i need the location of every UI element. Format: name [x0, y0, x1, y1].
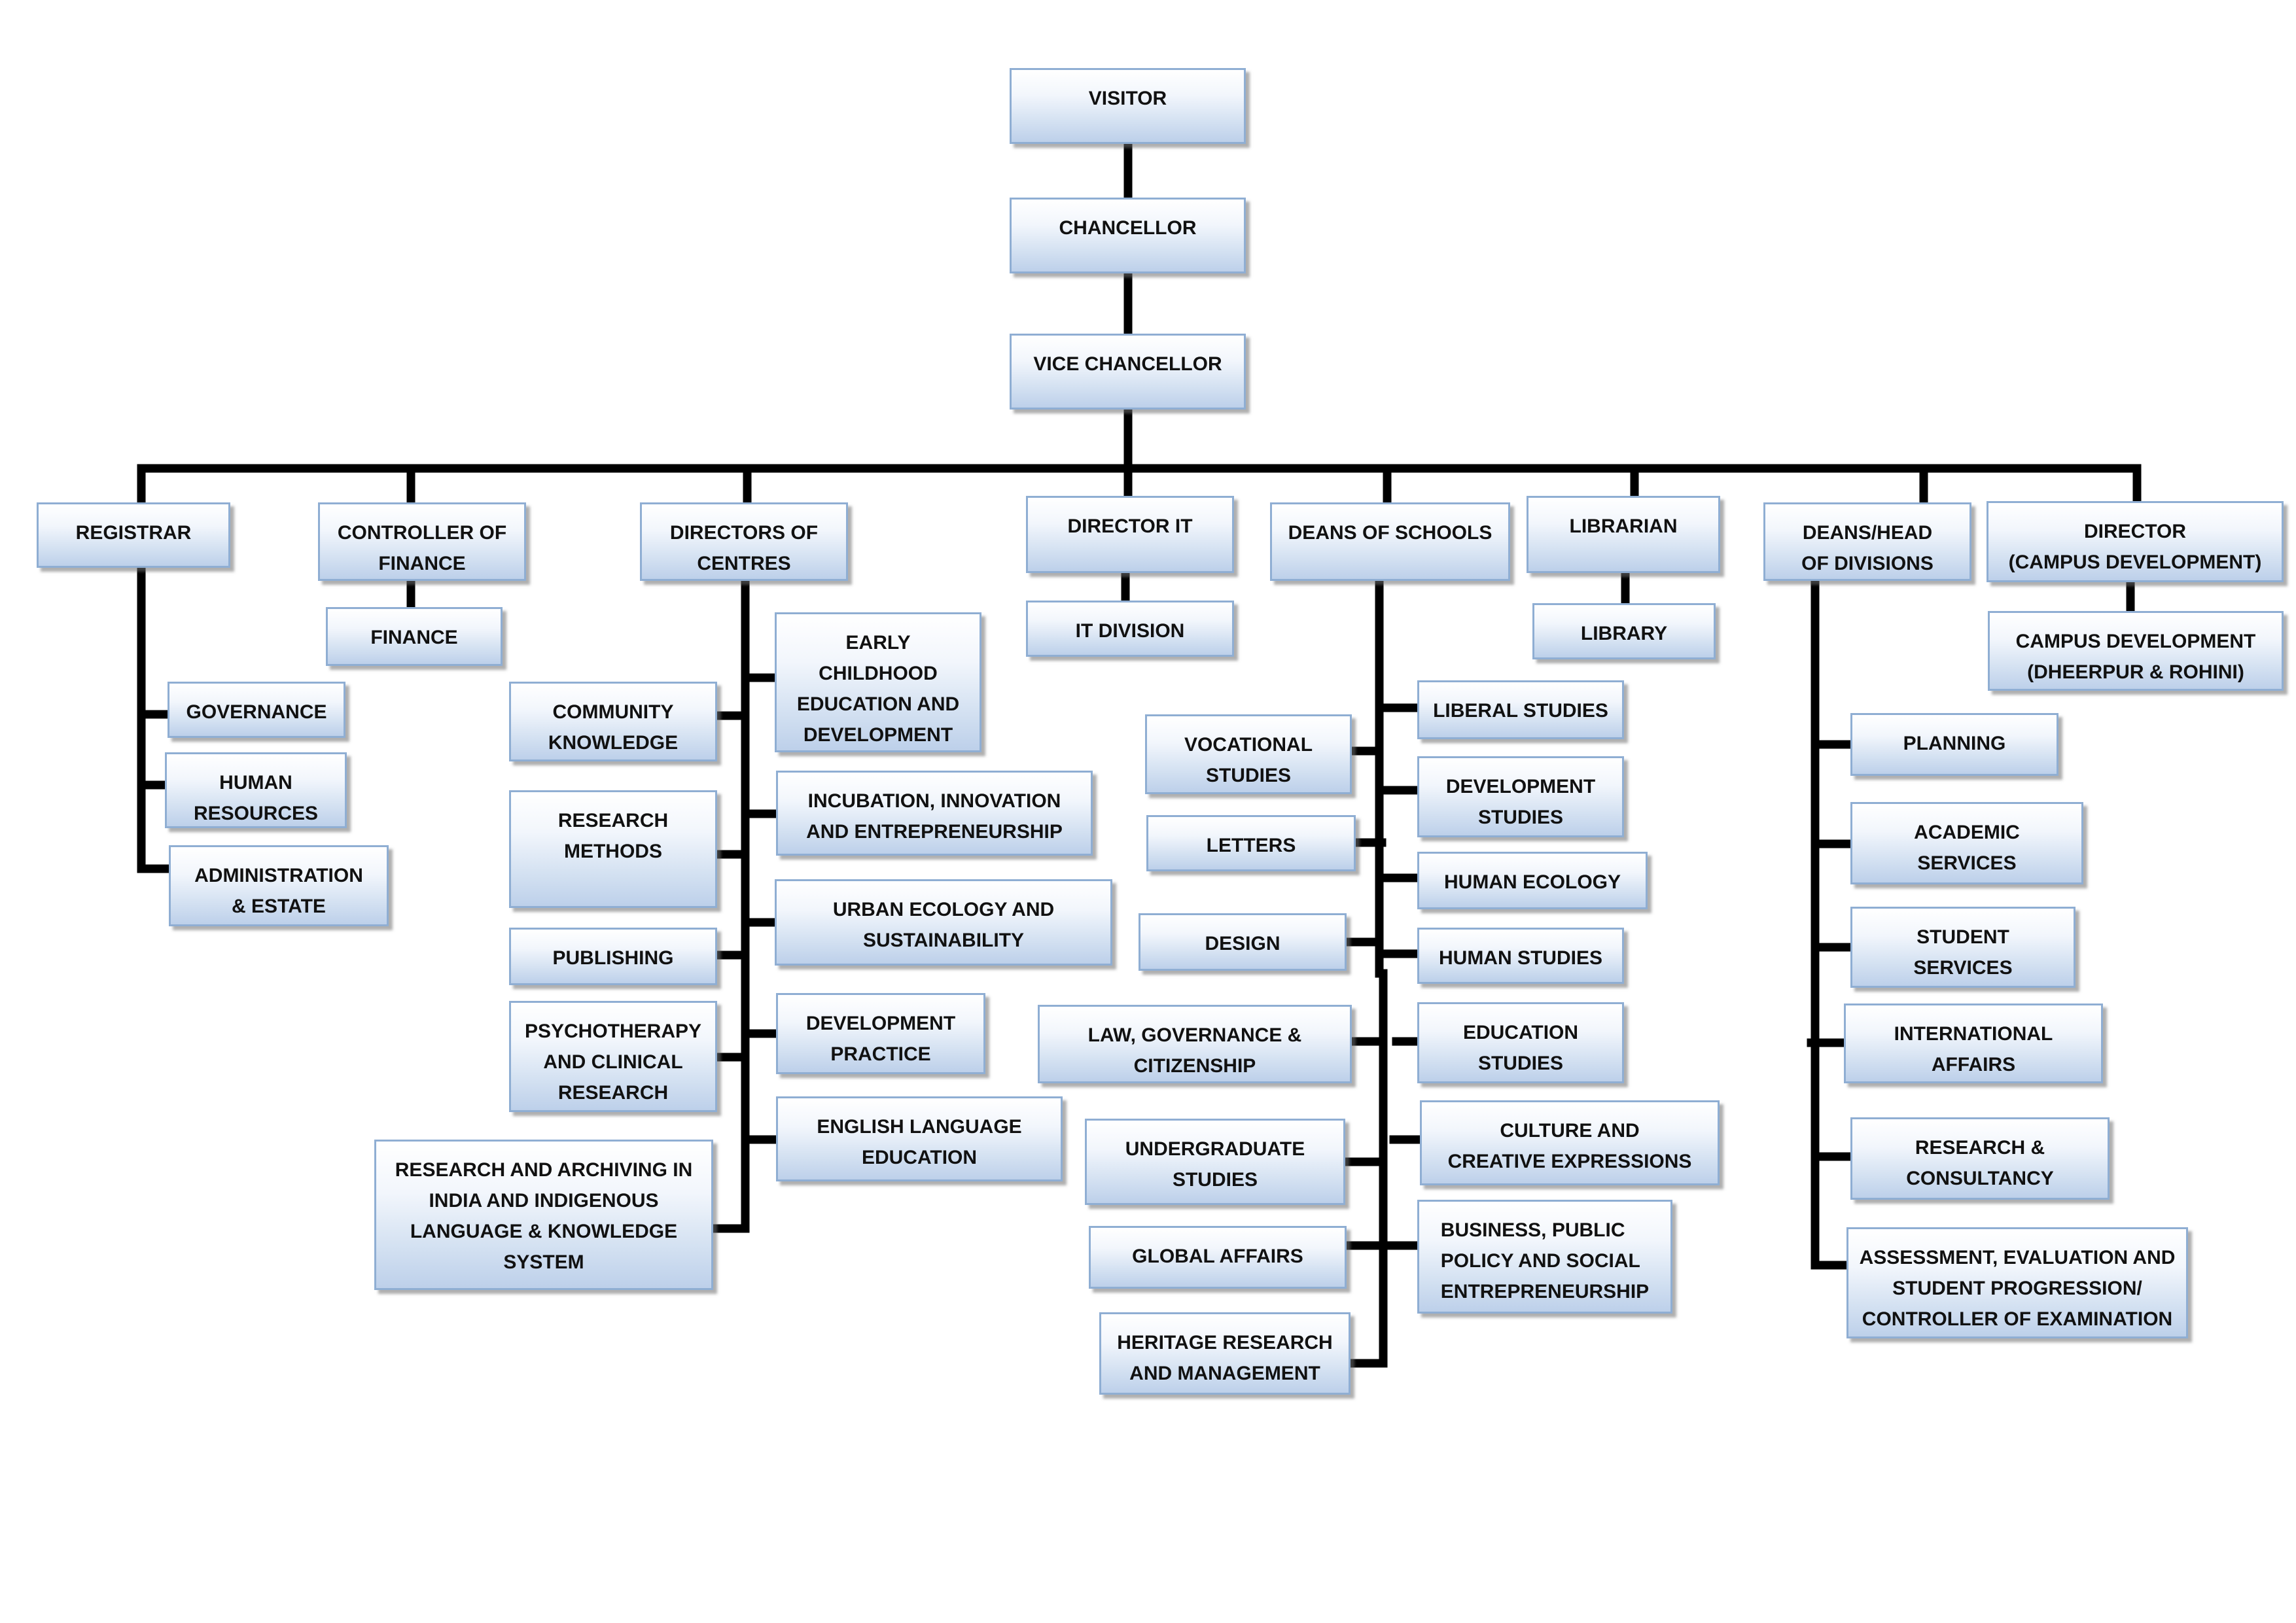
academic-services-box: ACADEMIC SERVICES: [1850, 802, 2083, 884]
development-studies-label: DEVELOPMENT STUDIES: [1445, 776, 1596, 828]
business-public-policy-box: BUSINESS, PUBLIC POLICY AND SOCIAL ENTRE…: [1417, 1200, 1672, 1314]
liberal-studies-label: LIBERAL STUDIES: [1433, 700, 1608, 722]
chancellor-box: CHANCELLOR: [1010, 198, 1246, 273]
vice-chancellor-box: VICE CHANCELLOR: [1010, 334, 1246, 410]
education-studies-label: EDUCATION STUDIES: [1462, 1022, 1579, 1074]
english-language-label: ENGLISH LANGUAGE EDUCATION: [817, 1116, 1022, 1168]
research-methods-box: RESEARCH METHODS: [509, 790, 717, 908]
governance-box: GOVERNANCE: [168, 682, 345, 738]
undergraduate-studies-box: UNDERGRADUATE STUDIES: [1085, 1119, 1345, 1205]
human-resources-label: HUMAN RESOURCES: [193, 772, 319, 824]
early-childhood-label: EARLY CHILDHOOD EDUCATION AND DEVELOPMEN…: [796, 632, 960, 746]
research-methods-label: RESEARCH METHODS: [557, 810, 669, 862]
human-studies-label: HUMAN STUDIES: [1438, 947, 1602, 969]
english-language-box: ENGLISH LANGUAGE EDUCATION: [776, 1096, 1063, 1181]
global-affairs-label: GLOBAL AFFAIRS: [1132, 1246, 1303, 1267]
library-label: LIBRARY: [1580, 623, 1668, 644]
human-ecology-box: HUMAN ECOLOGY: [1417, 852, 1648, 909]
visitor-box: VISITOR: [1010, 68, 1246, 144]
psychotherapy-box: PSYCHOTHERAPY AND CLINICAL RESEARCH: [509, 1001, 717, 1112]
business-public-policy-label: BUSINESS, PUBLIC POLICY AND SOCIAL ENTRE…: [1440, 1219, 1650, 1302]
liberal-studies-box: LIBERAL STUDIES: [1417, 680, 1624, 739]
finance-label: FINANCE: [370, 627, 458, 648]
publishing-label: PUBLISHING: [552, 947, 674, 969]
international-affairs-box: INTERNATIONAL AFFAIRS: [1844, 1003, 2103, 1083]
administration-estate-label: ADMINISTRATION & ESTATE: [194, 865, 363, 917]
deans-head-of-divisions-box: DEANS/HEAD OF DIVISIONS: [1763, 502, 1971, 581]
research-consultancy-label: RESEARCH & CONSULTANCY: [1906, 1137, 2054, 1189]
directors-of-centres-label: DIRECTORS OF CENTRES: [669, 522, 819, 574]
administration-estate-box: ADMINISTRATION & ESTATE: [169, 845, 389, 926]
director-it-label: DIRECTOR IT: [1067, 515, 1193, 537]
design-box: DESIGN: [1139, 913, 1347, 971]
vice-chancellor-label: VICE CHANCELLOR: [1033, 353, 1222, 375]
psychotherapy-label: PSYCHOTHERAPY AND CLINICAL RESEARCH: [524, 1021, 702, 1104]
librarian-box: LIBRARIAN: [1527, 496, 1720, 573]
it-division-label: IT DIVISION: [1075, 620, 1185, 642]
director-campus-development-label: DIRECTOR (CAMPUS DEVELOPMENT): [2008, 521, 2262, 573]
assessment-evaluation-label: ASSESSMENT, EVALUATION AND STUDENT PROGR…: [1859, 1247, 2176, 1330]
deans-of-schools-label: DEANS OF SCHOOLS: [1288, 522, 1492, 544]
human-studies-box: HUMAN STUDIES: [1417, 928, 1624, 984]
it-division-box: IT DIVISION: [1026, 601, 1234, 657]
campus-development-unit-label: CAMPUS DEVELOPMENT (DHEERPUR & ROHINI): [2015, 631, 2256, 683]
deans-of-schools-box: DEANS OF SCHOOLS: [1270, 502, 1510, 581]
director-campus-development-box: DIRECTOR (CAMPUS DEVELOPMENT): [1987, 501, 2284, 582]
assessment-evaluation-box: ASSESSMENT, EVALUATION AND STUDENT PROGR…: [1846, 1227, 2188, 1338]
community-knowledge-box: COMMUNITY KNOWLEDGE: [509, 682, 717, 761]
heritage-research-label: HERITAGE RESEARCH AND MANAGEMENT: [1117, 1332, 1333, 1384]
urban-ecology-box: URBAN ECOLOGY AND SUSTAINABILITY: [775, 879, 1112, 966]
library-box: LIBRARY: [1532, 603, 1716, 659]
director-it-box: DIRECTOR IT: [1026, 496, 1234, 573]
development-practice-box: DEVELOPMENT PRACTICE: [776, 993, 985, 1074]
global-affairs-box: GLOBAL AFFAIRS: [1089, 1226, 1347, 1289]
undergraduate-studies-label: UNDERGRADUATE STUDIES: [1125, 1138, 1305, 1191]
culture-creative-box: CULTURE AND CREATIVE EXPRESSIONS: [1420, 1100, 1720, 1185]
heritage-research-box: HERITAGE RESEARCH AND MANAGEMENT: [1099, 1312, 1351, 1395]
international-affairs-label: INTERNATIONAL AFFAIRS: [1894, 1023, 2053, 1075]
letters-label: LETTERS: [1206, 835, 1296, 856]
culture-creative-label: CULTURE AND CREATIVE EXPRESSIONS: [1447, 1120, 1692, 1172]
campus-development-unit-box: CAMPUS DEVELOPMENT (DHEERPUR & ROHINI): [1988, 611, 2284, 691]
development-practice-label: DEVELOPMENT PRACTICE: [805, 1013, 956, 1065]
chancellor-label: CHANCELLOR: [1059, 217, 1197, 239]
finance-box: FINANCE: [326, 607, 503, 666]
education-studies-box: EDUCATION STUDIES: [1417, 1002, 1624, 1083]
vocational-studies-box: VOCATIONAL STUDIES: [1145, 714, 1352, 794]
academic-services-label: ACADEMIC SERVICES: [1914, 822, 2020, 874]
research-consultancy-box: RESEARCH & CONSULTANCY: [1850, 1117, 2110, 1200]
human-resources-box: HUMAN RESOURCES: [165, 752, 347, 828]
community-knowledge-label: COMMUNITY KNOWLEDGE: [548, 701, 679, 754]
controller-of-finance-box: CONTROLLER OF FINANCE: [318, 502, 526, 581]
letters-box: LETTERS: [1146, 815, 1356, 871]
research-archiving-label: RESEARCH AND ARCHIVING IN INDIA AND INDI…: [395, 1159, 693, 1273]
librarian-label: LIBRARIAN: [1569, 515, 1678, 537]
incubation-box: INCUBATION, INNOVATION AND ENTREPRENEURS…: [776, 771, 1093, 856]
registrar-label: REGISTRAR: [75, 522, 192, 544]
human-ecology-label: HUMAN ECOLOGY: [1444, 871, 1621, 893]
visitor-label: VISITOR: [1088, 88, 1167, 109]
planning-box: PLANNING: [1850, 713, 2058, 776]
vocational-studies-label: VOCATIONAL STUDIES: [1184, 734, 1313, 786]
governance-label: GOVERNANCE: [186, 701, 327, 723]
design-label: DESIGN: [1205, 933, 1280, 954]
directors-of-centres-box: DIRECTORS OF CENTRES: [640, 502, 848, 581]
student-services-box: STUDENT SERVICES: [1850, 907, 2075, 988]
development-studies-box: DEVELOPMENT STUDIES: [1417, 756, 1624, 837]
student-services-label: STUDENT SERVICES: [1913, 926, 2013, 979]
planning-label: PLANNING: [1903, 733, 2006, 754]
incubation-label: INCUBATION, INNOVATION AND ENTREPRENEURS…: [806, 790, 1063, 843]
controller-of-finance-label: CONTROLLER OF FINANCE: [337, 522, 507, 574]
registrar-box: REGISTRAR: [37, 502, 230, 568]
law-governance-label: LAW, GOVERNANCE & CITIZENSHIP: [1087, 1024, 1302, 1077]
law-governance-box: LAW, GOVERNANCE & CITIZENSHIP: [1038, 1005, 1352, 1083]
research-archiving-box: RESEARCH AND ARCHIVING IN INDIA AND INDI…: [374, 1140, 713, 1290]
early-childhood-box: EARLY CHILDHOOD EDUCATION AND DEVELOPMEN…: [775, 612, 981, 752]
deans-head-of-divisions-label: DEANS/HEAD OF DIVISIONS: [1801, 522, 1934, 574]
publishing-box: PUBLISHING: [509, 928, 717, 985]
urban-ecology-label: URBAN ECOLOGY AND SUSTAINABILITY: [832, 899, 1055, 951]
